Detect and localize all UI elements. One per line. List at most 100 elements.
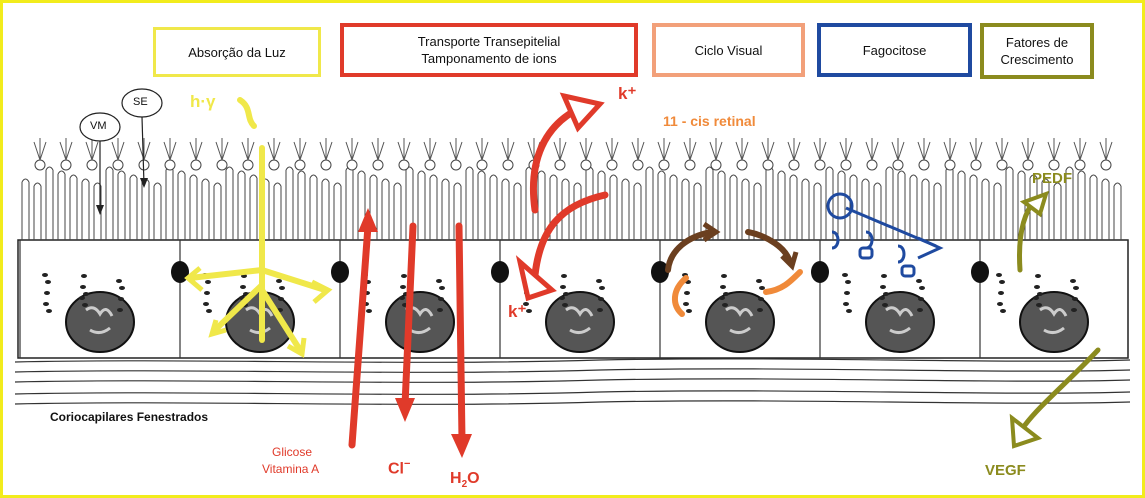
photoreceptor-tip bbox=[841, 160, 851, 170]
photoreceptor-branch bbox=[112, 138, 124, 160]
granule bbox=[80, 285, 86, 289]
photoreceptor-tip bbox=[113, 160, 123, 170]
microvillus bbox=[238, 174, 245, 240]
microvillus bbox=[934, 186, 941, 240]
microvillus-tip bbox=[1078, 171, 1085, 174]
microvillus bbox=[274, 186, 281, 240]
photoreceptor-tip bbox=[893, 160, 903, 170]
microvillus bbox=[970, 178, 977, 240]
microvillus-tip bbox=[382, 179, 389, 182]
microvillus bbox=[430, 178, 437, 240]
pedf-label: PEDF bbox=[1032, 170, 1072, 187]
photoreceptor-tip bbox=[217, 160, 227, 170]
photoreceptor-branch bbox=[216, 138, 228, 160]
photoreceptor-branch bbox=[970, 138, 982, 160]
cell-nucleus-icon bbox=[1020, 292, 1088, 352]
photoreceptor-tip bbox=[425, 160, 435, 170]
microvillus bbox=[814, 186, 821, 240]
microvillus-tip bbox=[106, 167, 113, 170]
microvillus bbox=[538, 174, 545, 240]
granule bbox=[684, 291, 690, 295]
granule bbox=[116, 279, 122, 283]
photoreceptor-tip bbox=[763, 160, 773, 170]
microvillus bbox=[1078, 174, 1085, 240]
granule bbox=[596, 279, 602, 283]
microvillus-tip bbox=[274, 183, 281, 186]
photoreceptor-tip bbox=[61, 160, 71, 170]
photoreceptor-tip bbox=[1101, 160, 1111, 170]
photoreceptor-tip bbox=[555, 160, 565, 170]
microvillus-tip bbox=[910, 175, 917, 178]
photoreceptor-branch bbox=[710, 138, 722, 160]
microvillus bbox=[778, 174, 785, 240]
microvillus bbox=[982, 182, 989, 240]
microvillus bbox=[886, 170, 893, 240]
photoreceptor-branch bbox=[1100, 138, 1112, 160]
granule bbox=[721, 274, 727, 278]
granule bbox=[119, 286, 125, 290]
photoreceptor-tip bbox=[633, 160, 643, 170]
h2o-h: H bbox=[450, 470, 462, 487]
microvillus-tip bbox=[598, 171, 605, 174]
photoreceptor-tip bbox=[997, 160, 1007, 170]
granule bbox=[42, 273, 48, 277]
microvillus bbox=[154, 186, 161, 240]
photoreceptor-branch bbox=[398, 138, 410, 160]
microvillus bbox=[106, 170, 113, 240]
granule bbox=[756, 279, 762, 283]
photoreceptor-tip bbox=[1049, 160, 1059, 170]
photoreceptor-tip bbox=[503, 160, 513, 170]
photoreceptor-branch bbox=[1074, 138, 1086, 160]
photoreceptor-branch bbox=[372, 138, 384, 160]
se-text: SE bbox=[133, 96, 148, 108]
granule bbox=[81, 274, 87, 278]
microvillus-tip bbox=[862, 179, 869, 182]
microvillus-tip bbox=[130, 175, 137, 178]
microvillus-tip bbox=[226, 167, 233, 170]
microvillus-tip bbox=[838, 171, 845, 174]
microvillus-tip bbox=[790, 175, 797, 178]
photoreceptor-tip bbox=[971, 160, 981, 170]
granule bbox=[1070, 279, 1076, 283]
vegf-label: VEGF bbox=[985, 462, 1026, 479]
granule bbox=[439, 286, 445, 290]
microvillus-tip bbox=[814, 183, 821, 186]
microvillus bbox=[214, 186, 221, 240]
granule bbox=[526, 309, 532, 313]
microvillus-tip bbox=[718, 171, 725, 174]
granule bbox=[559, 296, 565, 300]
granule bbox=[998, 291, 1004, 295]
photoreceptor-tip bbox=[347, 160, 357, 170]
photoreceptor-tip bbox=[269, 160, 279, 170]
photoreceptor-tip bbox=[945, 160, 955, 170]
microvillus-tip bbox=[394, 183, 401, 186]
granule bbox=[438, 297, 444, 301]
granule bbox=[279, 286, 285, 290]
microvillus bbox=[670, 178, 677, 240]
microvillus-tip bbox=[490, 175, 497, 178]
microvillus-tip bbox=[442, 179, 449, 182]
microvillus-tip bbox=[298, 171, 305, 174]
cell-nucleus-icon bbox=[386, 292, 454, 352]
cell-nucleus-icon bbox=[706, 292, 774, 352]
photoreceptor-tip bbox=[165, 160, 175, 170]
photoreceptor-branch bbox=[294, 138, 306, 160]
granule bbox=[879, 296, 885, 300]
microvillus bbox=[58, 174, 65, 240]
photoreceptor-branch bbox=[450, 138, 462, 160]
microvillus-tip bbox=[370, 175, 377, 178]
photoreceptor-branch bbox=[762, 138, 774, 160]
microvillus bbox=[190, 178, 197, 240]
microvillus-tip bbox=[1102, 179, 1109, 182]
granule bbox=[205, 280, 211, 284]
granule bbox=[204, 291, 210, 295]
microvillus-tip bbox=[286, 167, 293, 170]
microvillus bbox=[34, 186, 41, 240]
microvillus bbox=[658, 174, 665, 240]
granule bbox=[683, 302, 689, 306]
junction-icon bbox=[491, 261, 509, 283]
microvillus-tip bbox=[502, 179, 509, 182]
microvillus bbox=[346, 170, 353, 240]
photoreceptor-tip bbox=[867, 160, 877, 170]
microvillus-tip bbox=[730, 175, 737, 178]
